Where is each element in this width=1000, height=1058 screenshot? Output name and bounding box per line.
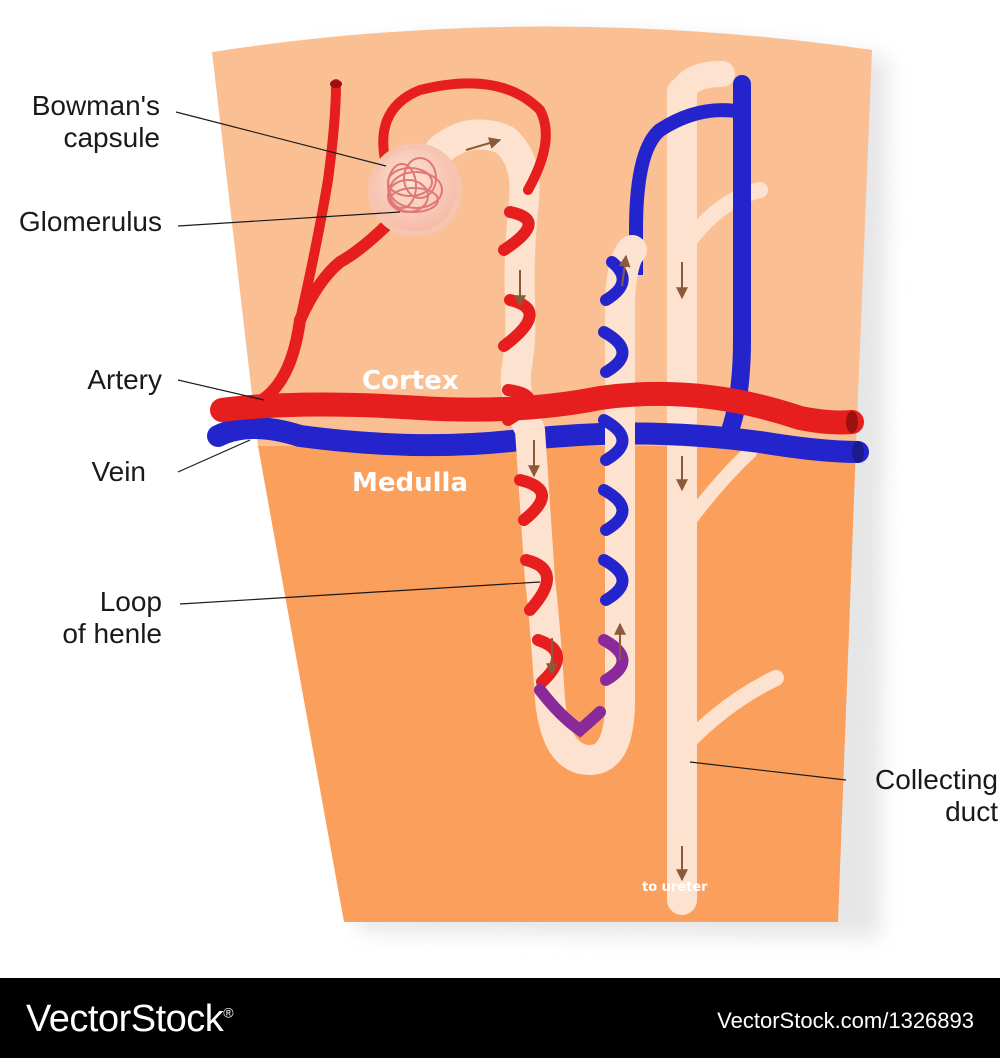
label-glomerulus: Glomerulus [18,206,162,237]
label-bowmans-capsule-line2: capsule [63,122,160,153]
brand-logo: VectorStock® [26,998,234,1041]
glomerulus [387,157,443,213]
cortex-region [212,26,872,446]
label-cortex: Cortex [362,366,459,396]
brand-name: VectorStock [26,998,224,1040]
watermark-footer: VectorStock® VectorStock.com/1326893 [0,978,1000,1058]
label-bowmans-capsule: Bowman's capsule [10,90,160,154]
label-loop-of-henle: Loop of henle [10,586,162,650]
peritubular-capillaries [498,206,629,738]
label-loop-of-henle-line1: Loop [99,586,162,617]
label-vein: Vein [91,456,147,487]
artery-vessel [210,78,864,435]
brand-registered-mark: ® [223,1004,234,1021]
label-artery: Artery [87,364,162,395]
diagram-canvas [175,26,888,938]
label-bowmans-capsule-line1: Bowman's [31,90,160,121]
label-collecting-duct-line1: Collecting [875,764,998,795]
label-to-ureter: to ureter [642,880,708,895]
label-loop-of-henle-line2: of henle [62,618,162,649]
leader-lines [175,111,847,781]
label-collecting-duct-line2: duct [945,796,998,827]
collecting-duct [667,61,784,915]
label-medulla: Medulla [352,468,468,498]
flow-arrows [465,137,688,882]
image-id: VectorStock.com/1326893 [717,1008,974,1033]
label-collecting-duct: Collecting duct [830,764,998,828]
